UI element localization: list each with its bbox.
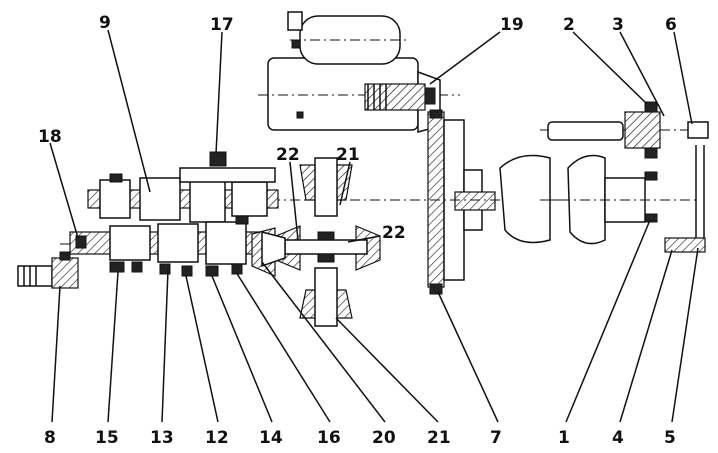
callout-6: 6 [665,15,677,35]
callout-5: 5 [664,428,676,448]
callout-8: 8 [44,428,56,448]
upper-shaft [87,189,279,209]
callout-13: 13 [150,428,174,448]
differential [261,157,381,327]
leader-lines [49,29,699,423]
callout-20: 20 [372,428,396,448]
starter-pinion [364,83,436,111]
callout-7: 7 [490,428,502,448]
callout-12: 12 [205,428,229,448]
callout-22-lower: 22 [382,223,406,243]
callout-19: 19 [500,15,524,35]
callout-9: 9 [99,13,111,33]
callout-18: 18 [38,127,62,147]
callout-21-lower: 21 [427,428,451,448]
callout-3: 3 [612,15,624,35]
callout-4: 4 [612,428,624,448]
flywheel [427,109,496,295]
callout-16: 16 [317,428,341,448]
output-coupling [17,251,79,289]
callout-17: 17 [210,15,234,35]
crankshaft [499,101,709,253]
callout-15: 15 [95,428,119,448]
callout-14: 14 [259,428,283,448]
callout-2: 2 [563,15,575,35]
callout-1: 1 [558,428,570,448]
idler-gear [179,167,276,183]
callout-labels: 9 17 18 22 21 22 19 2 3 6 8 15 13 12 14 … [38,13,677,448]
starter-motor [258,11,460,133]
gearbox [17,151,279,289]
callout-21-upper: 21 [336,145,360,165]
callout-22-upper: 22 [276,145,300,165]
